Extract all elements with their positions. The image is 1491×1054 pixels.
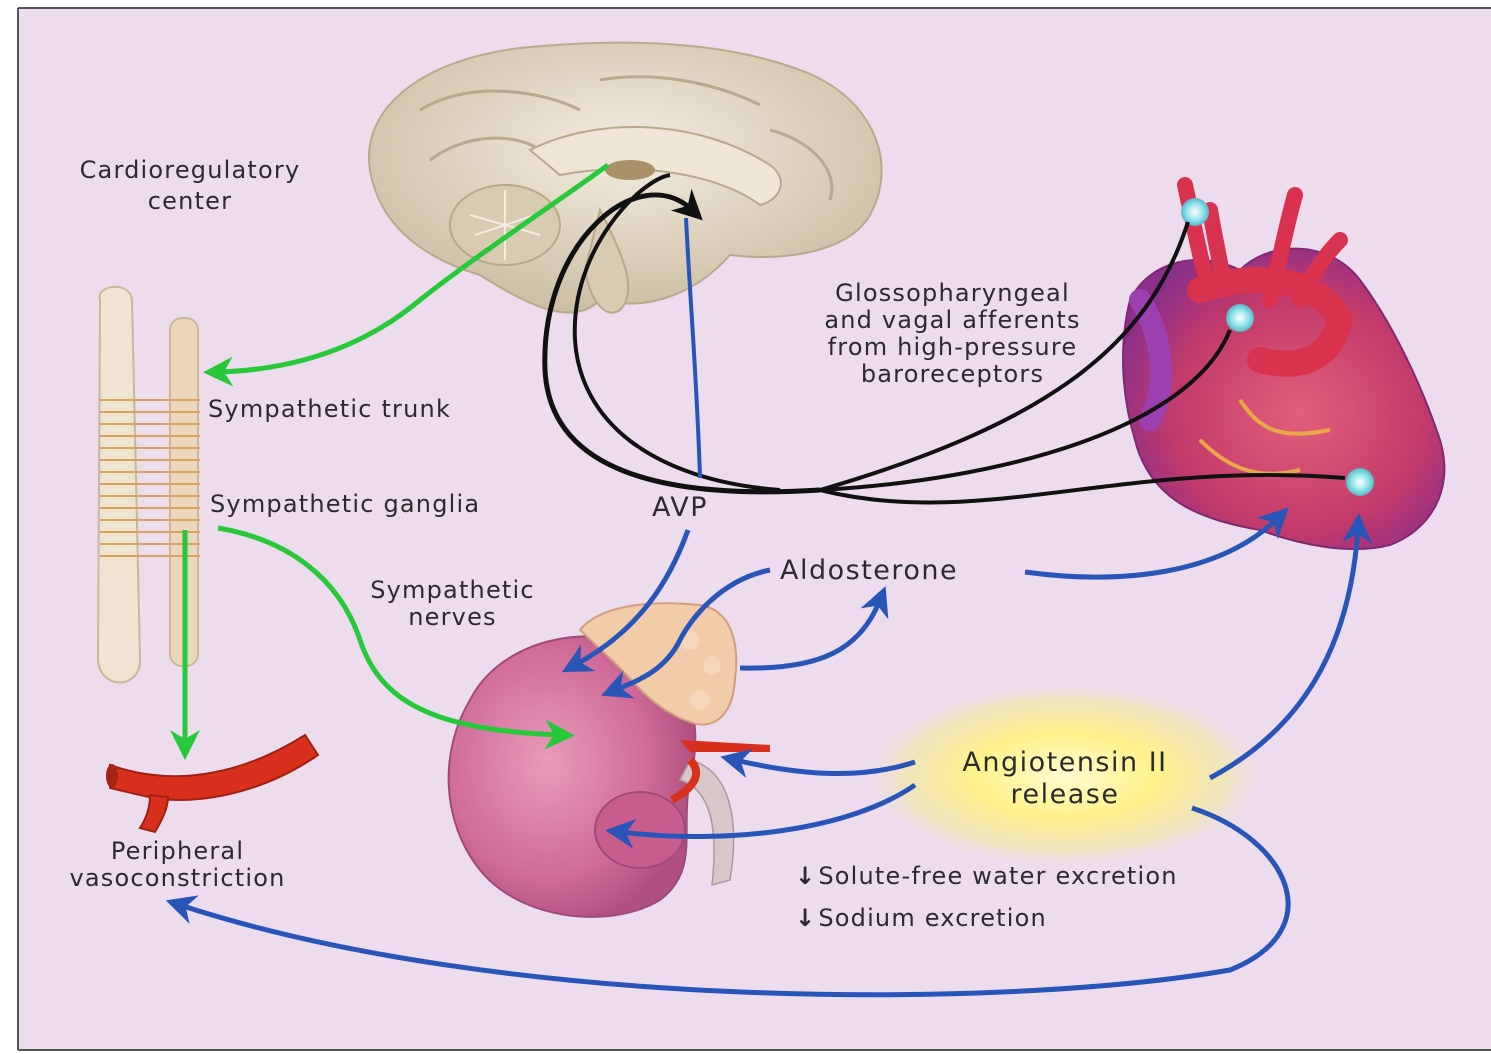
label-peripheral-line1: Peripheral: [40, 838, 315, 865]
baroreceptor-carotid: [1181, 198, 1209, 226]
label-sympathetic-trunk: Sympathetic trunk: [208, 396, 451, 423]
label-sympathetic-nerves-line1: Sympathetic: [345, 577, 560, 604]
label-aldosterone: Aldosterone: [780, 555, 958, 587]
label-sympathetic-nerves-line2: nerves: [345, 604, 560, 631]
label-solute-free-water: ↓Solute-free water excretion: [795, 863, 1178, 890]
label-cardioregulatory-center: Cardioregulatory center: [35, 157, 345, 215]
label-cardioregulatory-line1: Cardioregulatory: [35, 157, 345, 184]
label-sodium-text: Sodium excretion: [818, 904, 1047, 932]
label-angiotensin-line1: Angiotensin II: [925, 747, 1205, 779]
down-arrow-icon: ↓: [795, 862, 816, 890]
down-arrow-icon: ↓: [795, 904, 816, 932]
label-sympathetic-nerves: Sympathetic nerves: [345, 577, 560, 631]
label-angiotensin-release: Angiotensin II release: [925, 747, 1205, 811]
baroreceptor-aortic-arch: [1226, 304, 1254, 332]
label-avp: AVP: [652, 492, 708, 524]
label-cardioregulatory-line2: center: [35, 188, 345, 215]
baroreceptor-ventricle: [1346, 468, 1374, 496]
label-glosso-line3: from high-pressure: [790, 334, 1115, 361]
label-glosso-line2: and vagal afferents: [790, 307, 1115, 334]
label-baroreceptor-afferents: Glossopharyngeal and vagal afferents fro…: [790, 280, 1115, 388]
label-solute-free-text: Solute-free water excretion: [818, 862, 1177, 890]
label-glosso-line1: Glossopharyngeal: [790, 280, 1115, 307]
label-peripheral-vasoconstriction: Peripheral vasoconstriction: [40, 838, 315, 892]
label-peripheral-line2: vasoconstriction: [40, 865, 315, 892]
label-angiotensin-line2: release: [925, 779, 1205, 811]
label-sympathetic-ganglia: Sympathetic ganglia: [210, 491, 480, 518]
label-sodium-excretion: ↓Sodium excretion: [795, 905, 1047, 932]
label-glosso-line4: baroreceptors: [790, 361, 1115, 388]
